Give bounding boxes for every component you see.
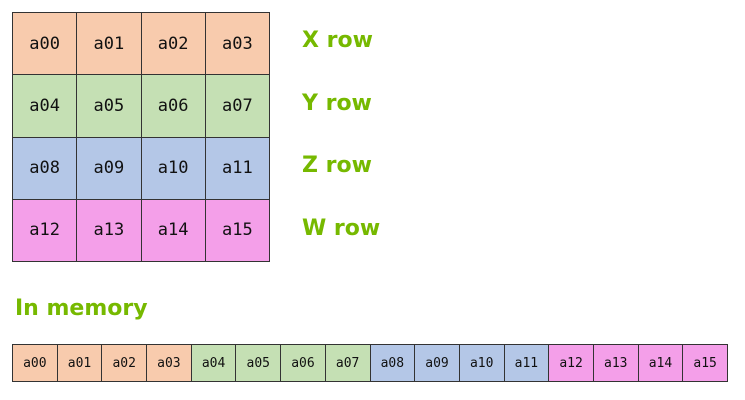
memory-cell: a13 — [593, 345, 639, 382]
memory-cell: a08 — [370, 345, 416, 382]
matrix-cell: a02 — [141, 13, 206, 76]
memory-cell: a10 — [459, 345, 505, 382]
row-label-z: Z row — [302, 153, 372, 178]
matrix-cell: a05 — [77, 75, 142, 138]
matrix-cell: a08 — [13, 137, 78, 200]
matrix-cell: a14 — [141, 199, 206, 262]
memory-cell: a04 — [191, 345, 237, 382]
memory-cell: a07 — [325, 345, 371, 382]
memory-cell: a11 — [504, 345, 550, 382]
row-label-y: Y row — [302, 90, 372, 116]
matrix-grid: a00 a01 a02 a03 a04 a05 a06 a07 a08 a09 … — [12, 12, 270, 262]
matrix-cell: a10 — [141, 137, 206, 200]
matrix-cell: a13 — [77, 199, 142, 262]
matrix-cell: a06 — [141, 75, 206, 138]
memory-cell: a15 — [683, 345, 728, 382]
memory-cell: a06 — [281, 345, 326, 382]
memory-cell: a02 — [102, 345, 148, 382]
memory-strip: a00 a01 a02 a03 a04 a05 a06 a07 a08 a09 … — [12, 344, 728, 382]
memory-cell: a03 — [147, 345, 192, 382]
matrix-cell: a01 — [77, 13, 142, 76]
matrix-cell: a12 — [13, 199, 78, 262]
memory-cell: a01 — [57, 345, 103, 382]
matrix-cell: a15 — [205, 199, 270, 262]
matrix-cell: a00 — [13, 13, 78, 76]
memory-title: In memory — [15, 296, 148, 321]
memory-cell: a09 — [415, 345, 460, 382]
row-label-w: W row — [302, 215, 381, 241]
row-label-x: X row — [302, 28, 373, 53]
memory-cell: a05 — [236, 345, 282, 382]
matrix-cell: a09 — [77, 137, 142, 200]
matrix-cell: a03 — [205, 13, 270, 76]
matrix-cell: a04 — [13, 75, 78, 138]
memory-cell: a12 — [549, 345, 594, 382]
memory-cell: a14 — [638, 345, 684, 382]
matrix-cell: a07 — [205, 75, 270, 138]
row-labels: X row Y row Z row W row — [302, 12, 380, 262]
matrix-cell: a11 — [205, 137, 270, 200]
memory-cell: a00 — [13, 345, 58, 382]
